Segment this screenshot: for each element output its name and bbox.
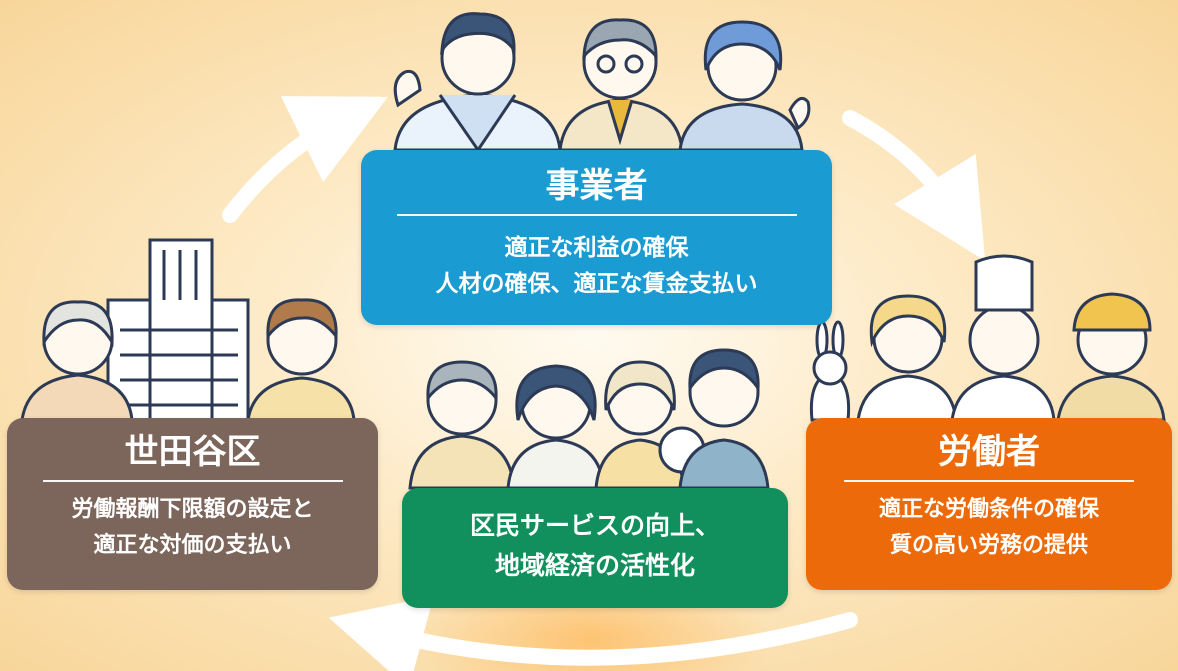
arrow-ward-to-business	[222, 96, 389, 223]
community-line-2: 地域経済の活性化	[494, 551, 695, 580]
worker-title: 労働者	[938, 432, 1040, 472]
ward-title: 世田谷区	[124, 432, 261, 472]
arrow-business-to-worker	[842, 110, 986, 261]
community-box: 区民サービスの向上、 地域経済の活性化	[402, 488, 788, 608]
worker-divider	[844, 480, 1134, 482]
ward-divider	[42, 480, 343, 482]
worker-line-2: 質の高い労務の提供	[889, 533, 1088, 558]
business-box: 事業者 適正な利益の確保 人材の確保、適正な賃金支払い	[361, 150, 832, 325]
business-line-1: 適正な利益の確保	[504, 235, 689, 261]
business-owners-illustration	[393, 12, 811, 153]
ward-line-1: 労働報酬下限額の設定と	[71, 497, 314, 522]
community-line-1: 区民サービスの向上、	[469, 511, 720, 540]
ward-line-2: 適正な対価の支払い	[93, 533, 292, 558]
residents-family-illustration	[408, 348, 770, 490]
business-line-2: 人材の確保、適正な賃金支払い	[435, 271, 758, 297]
ward-box: 世田谷区 労働報酬下限額の設定と 適正な対価の支払い	[7, 418, 378, 590]
arrow-worker-to-ward	[328, 595, 858, 671]
cycle-arrows	[222, 96, 986, 671]
city-building-illustration	[20, 238, 356, 432]
business-title: 事業者	[545, 166, 648, 206]
business-divider	[396, 214, 797, 216]
worker-line-1: 適正な労働条件の確保	[878, 497, 1099, 522]
business-description: 適正な利益の確保 人材の確保、適正な賃金支払い	[361, 230, 832, 302]
ward-description: 労働報酬下限額の設定と 適正な対価の支払い	[7, 492, 378, 564]
workers-illustration	[809, 254, 1166, 422]
worker-description: 適正な労働条件の確保 質の高い労務の提供	[806, 492, 1172, 564]
worker-box: 労働者 適正な労働条件の確保 質の高い労務の提供	[806, 418, 1172, 590]
community-description: 区民サービスの向上、 地域経済の活性化	[402, 488, 788, 586]
